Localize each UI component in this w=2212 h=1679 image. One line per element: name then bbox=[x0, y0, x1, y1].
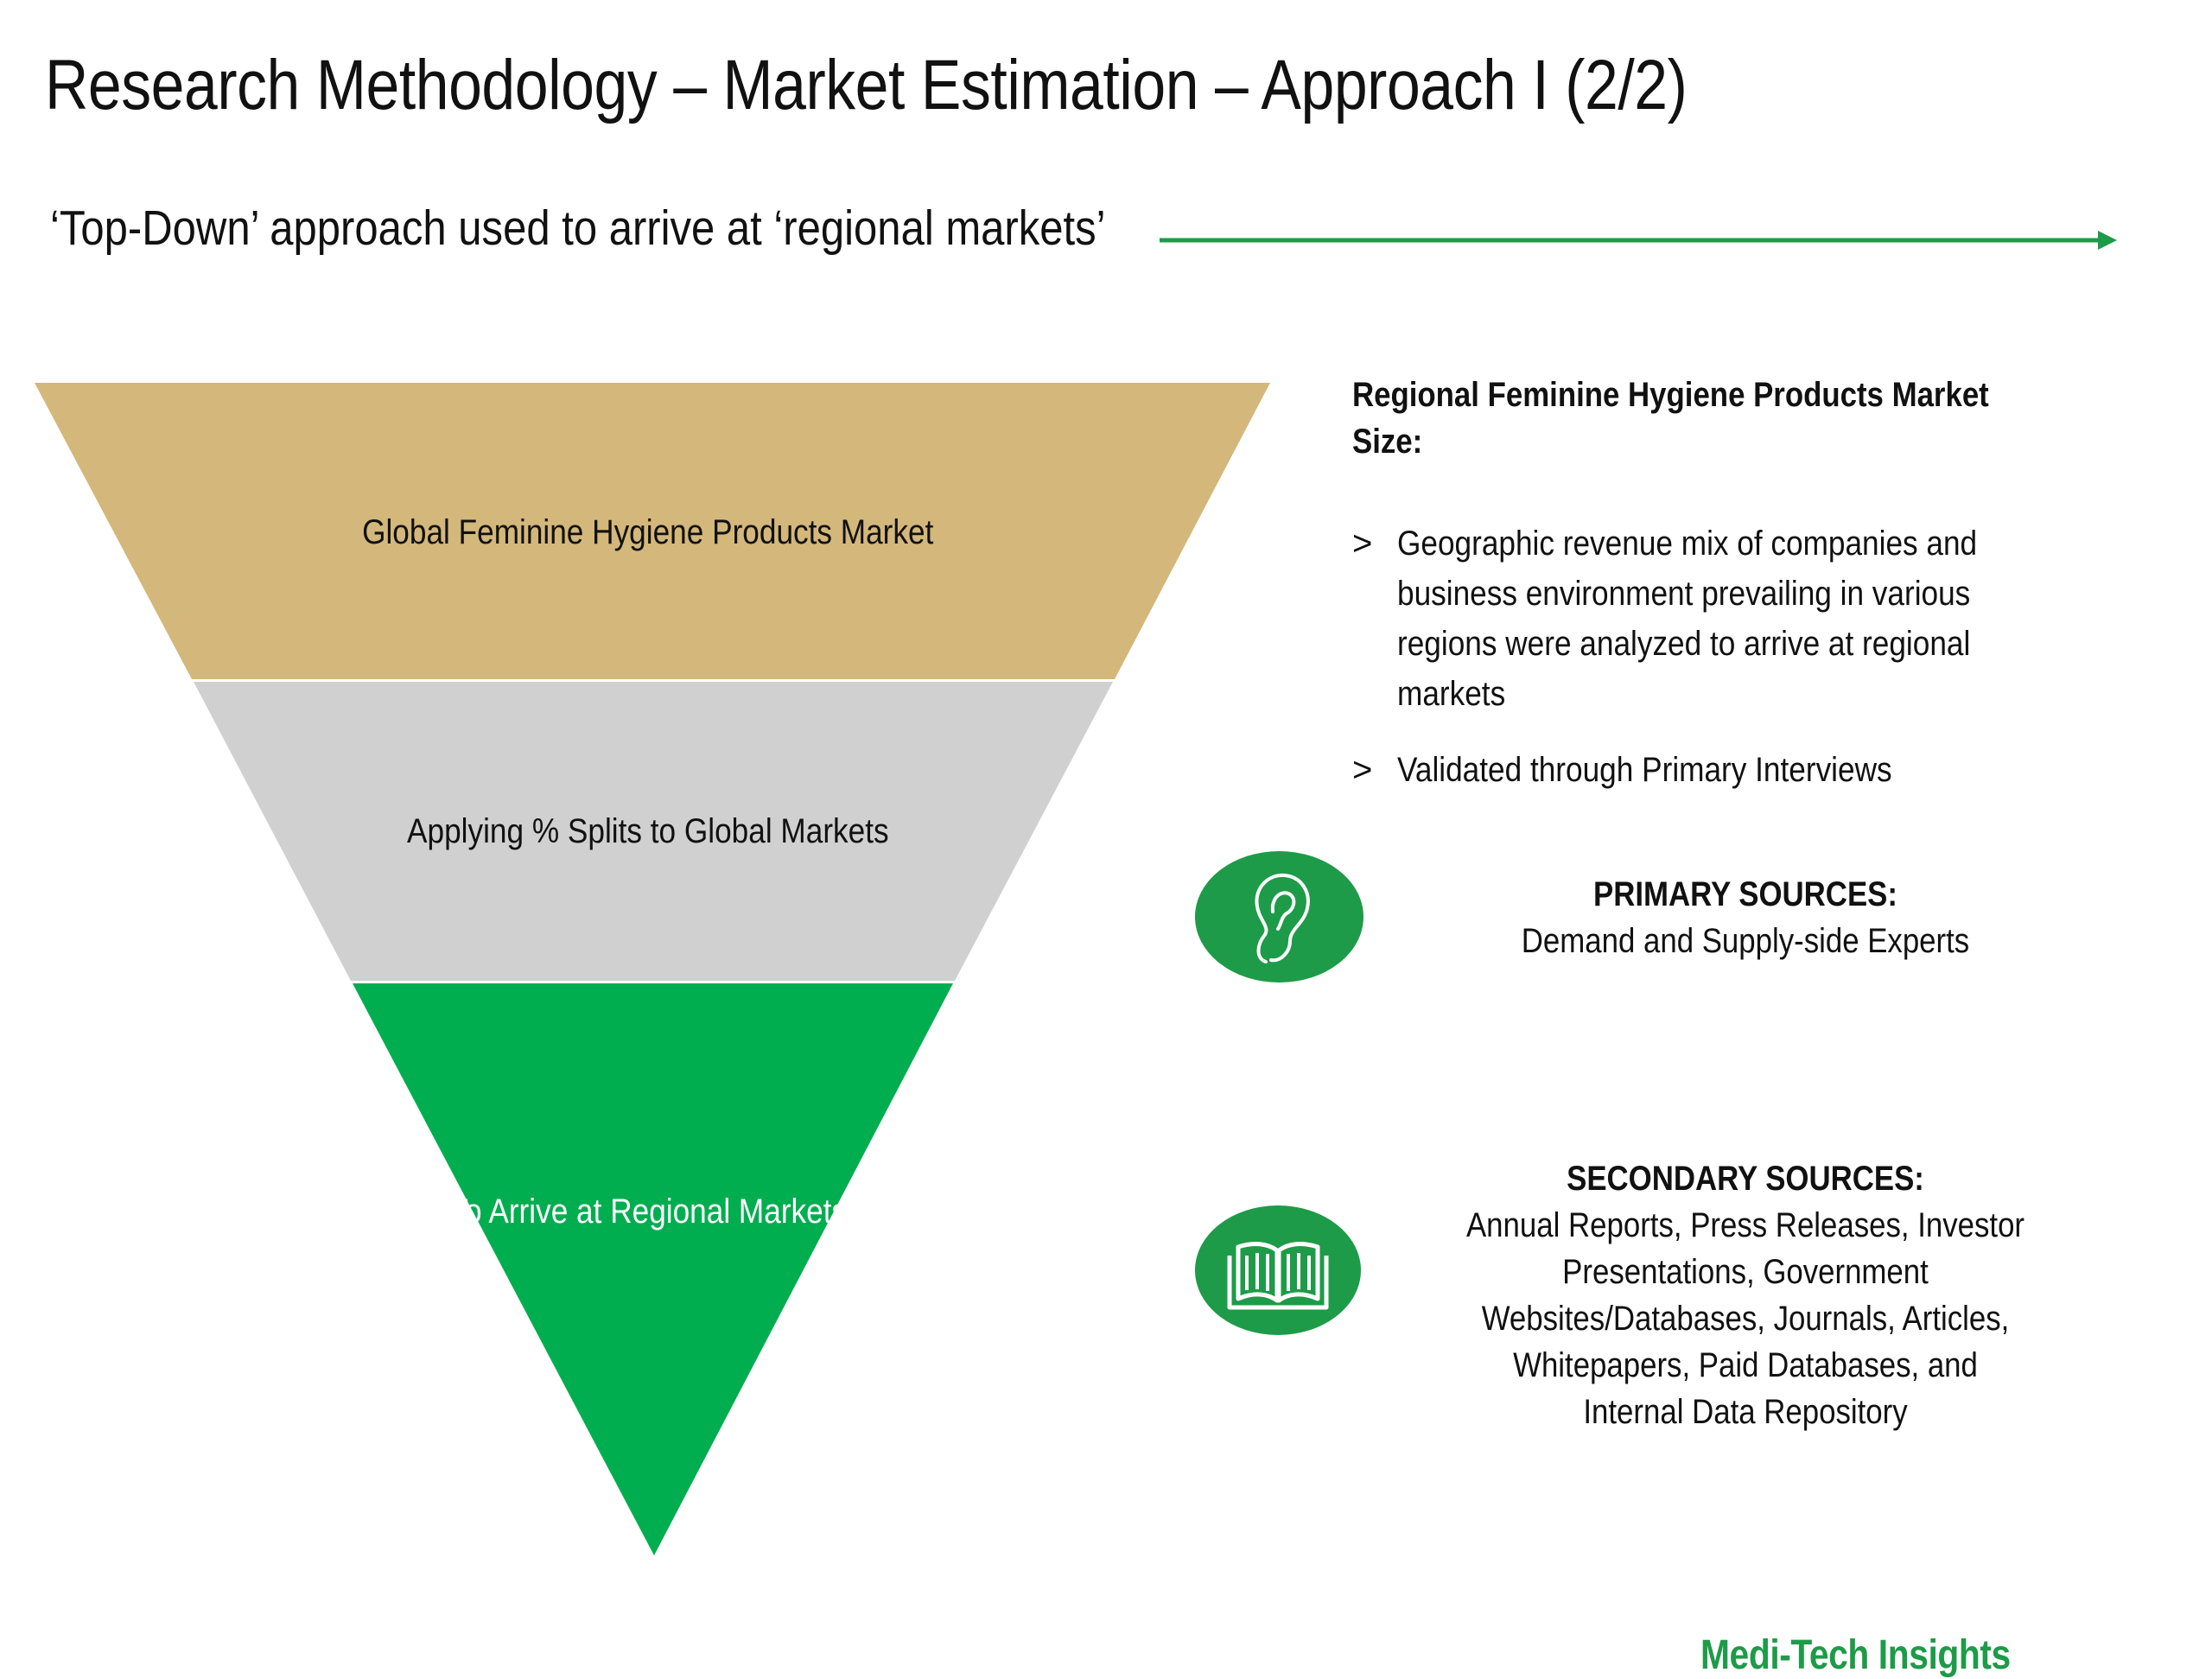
page-subtitle: ‘Top-Down’ approach used to arrive at ‘r… bbox=[50, 200, 1106, 256]
bullet-text: Validated through Primary Interviews bbox=[1397, 751, 1892, 789]
bullet-marker: > bbox=[1352, 525, 1373, 563]
funnel-tier-regional bbox=[353, 983, 953, 1555]
right-arrow-icon bbox=[1160, 231, 2117, 250]
book-icon bbox=[1195, 1205, 1361, 1335]
funnel-label-regional: To Arrive at Regional Markets bbox=[449, 1192, 847, 1231]
bullet-marker: > bbox=[1352, 751, 1373, 789]
bullet-text: Geographic revenue mix of companies and … bbox=[1397, 525, 1978, 713]
bullet-item: > Geographic revenue mix of companies an… bbox=[1352, 518, 2061, 719]
bullet-item: > Validated through Primary Interviews bbox=[1352, 745, 2061, 795]
primary-sources-title: PRIMARY SOURCES: bbox=[1593, 875, 1897, 913]
page-title: Research Methodology – Market Estimation… bbox=[45, 46, 1688, 124]
brand-logo: Medi-Tech Insights bbox=[1700, 1632, 2011, 1678]
primary-sources-text: Demand and Supply-side Experts bbox=[1521, 922, 1970, 960]
funnel-label-global: Global Feminine Hygiene Products Market bbox=[362, 513, 934, 551]
secondary-sources-block: SECONDARY SOURCES: Annual Reports, Press… bbox=[1417, 1155, 2074, 1435]
secondary-sources-title: SECONDARY SOURCES: bbox=[1567, 1160, 1924, 1198]
funnel-label-splits: Applying % Splits to Global Markets bbox=[407, 812, 889, 850]
regional-market-panel: Regional Feminine Hygiene Products Marke… bbox=[1352, 372, 2095, 789]
ear-icon bbox=[1195, 851, 1363, 983]
secondary-sources-text: Annual Reports, Press Releases, Investor… bbox=[1465, 1206, 2025, 1431]
primary-sources-block: PRIMARY SOURCES: Demand and Supply-side … bbox=[1417, 871, 2074, 964]
panel-heading: Regional Feminine Hygiene Products Marke… bbox=[1352, 376, 1989, 461]
